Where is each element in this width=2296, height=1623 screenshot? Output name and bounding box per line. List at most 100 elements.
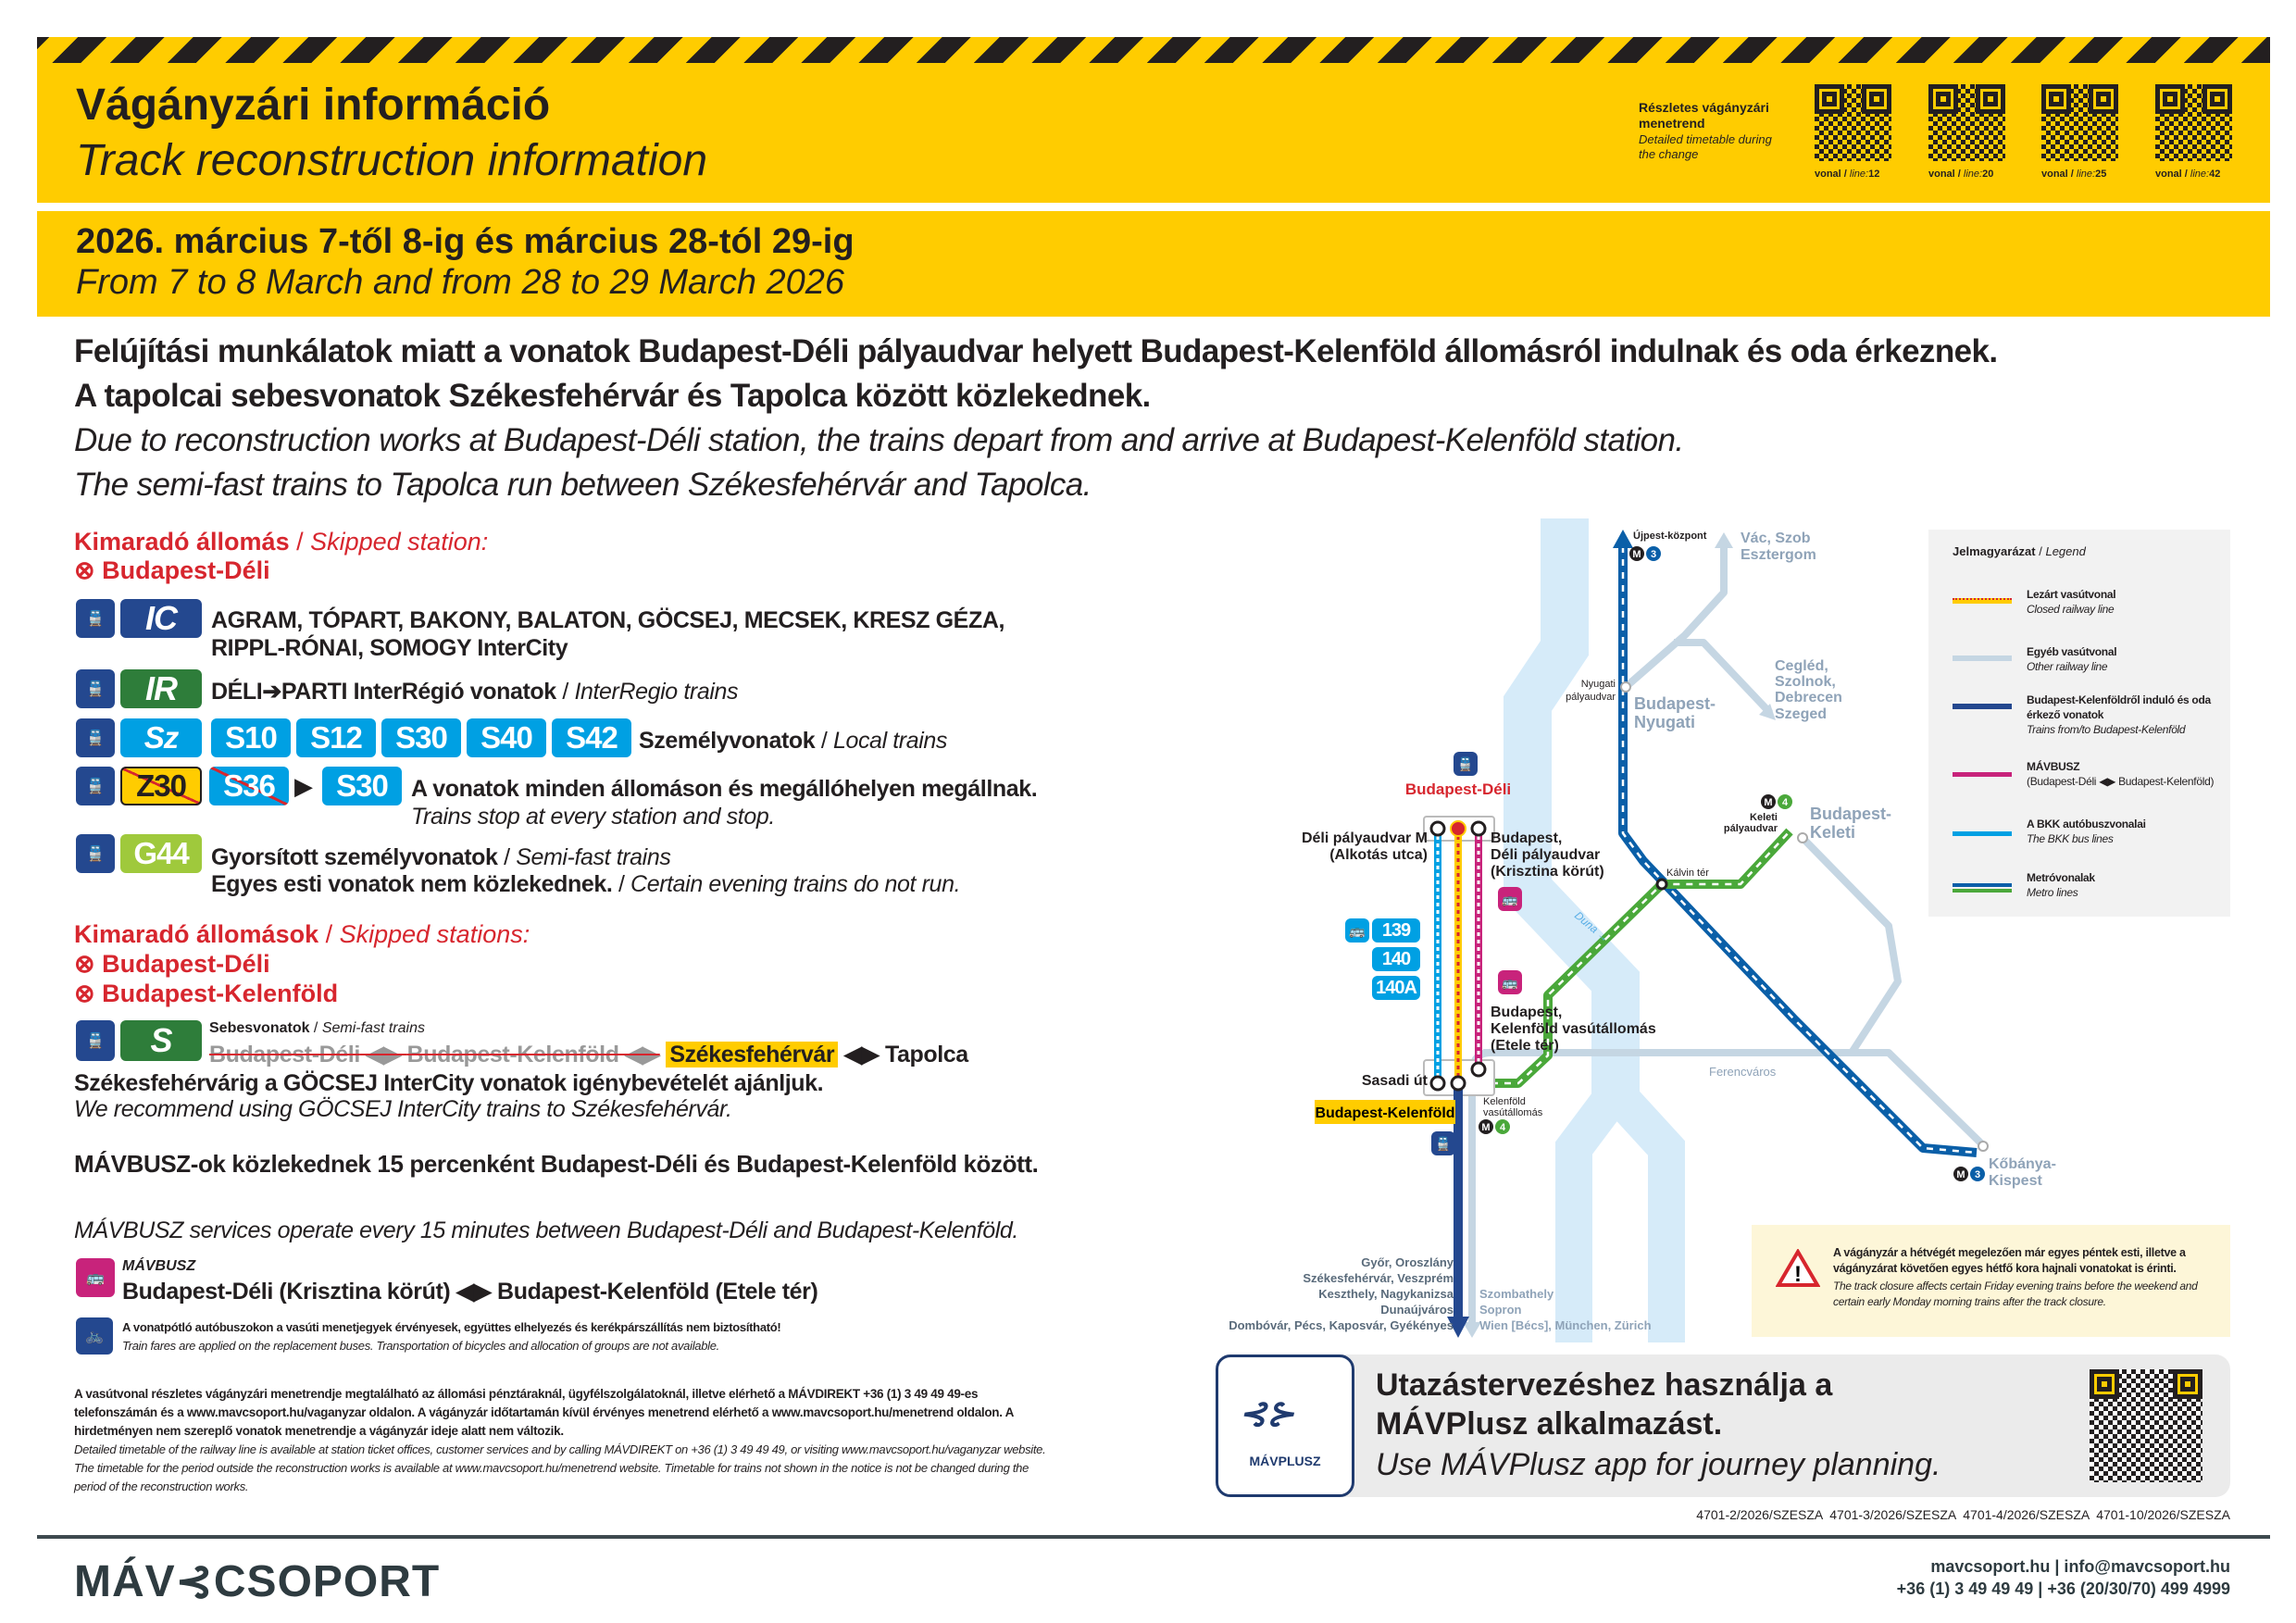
skipped-station: ⊗ Budapest-Déli	[74, 950, 270, 978]
danube-river	[1504, 518, 1685, 1342]
grey-destination-labels: Vác, Szob Esztergom Budapest- Nyugati Ce…	[1634, 531, 2056, 1189]
skipped-station: ⊗ Budapest-Déli	[74, 556, 270, 584]
recommend-hu: Székesfehérvárig a GÖCSEJ InterCity vona…	[74, 1070, 824, 1096]
info-en: Detailed timetable of the railway line i…	[74, 1442, 1046, 1493]
svg-text:M: M	[1956, 1169, 1965, 1180]
route-szekesfehervar: Székesfehérvár	[666, 1042, 839, 1067]
warning-en: The track closure affects certain Friday…	[1833, 1280, 2198, 1308]
svg-text:pályaudvar: pályaudvar	[1566, 692, 1616, 703]
mav-emblem-icon: ⊰⊱	[1239, 1394, 1295, 1432]
metro-m3-dash	[1621, 546, 1978, 1155]
fares-en: Train fares are applied on the replaceme…	[122, 1339, 719, 1353]
svg-text:Kispest: Kispest	[1989, 1173, 2042, 1189]
s-badge: S	[120, 1020, 202, 1061]
legend-other-line	[1953, 655, 2012, 661]
small-map-labels: Kelenföld vasútállomás Újpest-központ Ny…	[1483, 530, 1778, 1118]
legend-closed-line	[1953, 598, 2012, 604]
label-sasadi: Sasadi út	[1362, 1073, 1429, 1089]
app-qr-code[interactable]	[2090, 1369, 2202, 1482]
dates-en: From 7 to 8 March and from 28 to 29 Marc…	[76, 263, 845, 302]
svg-text:Dunaújváros: Dunaújváros	[1380, 1303, 1454, 1317]
svg-text:(Etele tér): (Etele tér)	[1491, 1038, 1559, 1054]
legend-mavbusz-line	[1953, 772, 2012, 777]
app-hu-1: Utazástervezéshez használja a	[1376, 1367, 1833, 1403]
bus-line-139: 139	[1372, 918, 1420, 943]
map-labels-right: Budapest, Déli pályaudvar (Krisztina kör…	[1491, 830, 1656, 1054]
qr-code-line-42[interactable]	[2155, 84, 2232, 161]
s30-badge: S30	[322, 767, 402, 805]
warning-icon: !	[1776, 1249, 1820, 1287]
title-hu: Vágányzári információ	[76, 81, 551, 130]
mavplusz-logo: ⊰⊱ MÁVPLUSZ	[1216, 1355, 1354, 1497]
mavplusz-logo-text: MÁVPLUSZ	[1249, 1454, 1321, 1468]
svg-text:M: M	[1764, 797, 1772, 808]
timetable-label-en: Detailed timetable during the change	[1639, 132, 1772, 161]
svg-text:Nyugati: Nyugati	[1634, 713, 1695, 731]
svg-text:Ferencváros: Ferencváros	[1709, 1065, 1777, 1079]
warning-hu: A vágányzár a hétvégét megelezően már eg…	[1833, 1246, 2186, 1275]
no-train-icon: 🚆	[1454, 752, 1478, 776]
fares-hu: A vonatpótló autóbuszokon a vasúti menet…	[122, 1320, 781, 1334]
local-trains: Személyvonatok / Local trains	[639, 728, 947, 754]
train-icon: 🚆	[76, 718, 115, 757]
label-kelenfold: Budapest-Kelenföld	[1315, 1105, 1454, 1121]
keleti-marker	[1797, 832, 1808, 843]
svg-text:Keleti: Keleti	[1810, 823, 1855, 842]
legend-box: Jelmagyarázat / Legend Lezárt vasútvonal…	[1928, 530, 2230, 917]
svg-text:Budapest-: Budapest-	[1810, 805, 1891, 823]
svg-text:Dombóvár, Pécs, Kaposvár, Gyék: Dombóvár, Pécs, Kaposvár, Gyékényes	[1229, 1318, 1454, 1332]
ic-badge: IC	[120, 599, 202, 638]
mav-csoport-logo: MÁV⊰CSOPORT	[74, 1557, 441, 1606]
svg-text:3: 3	[1651, 549, 1656, 560]
line-keleti	[1800, 835, 1902, 1055]
footer-rule	[37, 1535, 2270, 1539]
svg-text:!: !	[1794, 1262, 1802, 1287]
svg-text:Cegléd,: Cegléd,	[1775, 658, 1828, 674]
svg-text:Wien [Bécs], München, Zürich: Wien [Bécs], München, Zürich	[1479, 1318, 1652, 1332]
qr-code-line-25[interactable]	[2041, 84, 2118, 161]
south-destinations-grey: Szombathely Sopron Wien [Bécs], München,…	[1479, 1287, 1652, 1332]
legend-bkk-line	[1953, 831, 2012, 836]
bkk-bus-icon: 🚌	[1345, 918, 1369, 943]
train-icon: 🚆	[76, 834, 115, 873]
train-icon: 🚆	[76, 1020, 115, 1061]
qr-code-line-12[interactable]	[1815, 84, 1891, 161]
intro-hu-1: Felújítási munkálatok miatt a vonatok Bu…	[74, 333, 1998, 369]
metro-m4-dash	[1479, 830, 1791, 1085]
svg-text:(Krisztina körút): (Krisztina körút)	[1491, 864, 1604, 880]
train-icon: 🚆	[76, 669, 115, 708]
intro-en-1: Due to reconstruction works at Budapest-…	[74, 422, 1684, 458]
app-banner[interactable]: ⊰⊱ MÁVPLUSZ Utazástervezéshez használja …	[1216, 1355, 2230, 1497]
route-closed: Budapest-Déli ◀▶ Budapest-Kelenföld ◀▶	[209, 1042, 660, 1067]
intro-hu-2: A tapolcai sebesvonatok Székesfehérvár é…	[74, 378, 1151, 414]
nyugati-marker	[1620, 681, 1631, 693]
sz-badge: Sz	[120, 718, 202, 757]
document-codes: 4701-2/2026/SZESZA 4701-3/2026/SZESZA 47…	[1696, 1507, 2230, 1522]
arrow-vac	[1715, 532, 1733, 548]
legend-kelenfold-line	[1953, 704, 2012, 709]
app-en: Use MÁVPlusz app for journey planning.	[1376, 1447, 1941, 1482]
line-badge-s40: S40	[467, 718, 546, 757]
arrow-cegled	[1759, 704, 1776, 720]
qr-label: vonal / line:20	[1928, 169, 1994, 180]
legend-item: Budapest-Kelenföldről induló és oda érke…	[2027, 693, 2211, 736]
qr-code-line-20[interactable]	[1928, 84, 2005, 161]
svg-text:3: 3	[1975, 1169, 1980, 1180]
svg-text:M: M	[1481, 1122, 1490, 1133]
hazard-stripes	[37, 37, 2270, 63]
train-icon: 🚆	[76, 599, 115, 638]
arrow-szombathely	[1463, 1322, 1481, 1338]
contact-web[interactable]: mavcsoport.hu | info@mavcsoport.hu	[1930, 1557, 2230, 1576]
header-band: Vágányzári információ Track reconstructi…	[37, 63, 2270, 203]
svg-text:vasútállomás: vasútállomás	[1483, 1107, 1543, 1118]
dates-hu: 2026. március 7-től 8-ig és március 28-t…	[76, 222, 855, 261]
svg-text:4: 4	[1500, 1122, 1506, 1133]
svg-text:Kelenföld vasútállomás: Kelenföld vasútállomás	[1491, 1021, 1656, 1037]
z30-cancelled-badge: Z30	[120, 767, 202, 805]
closed-station-icon	[1450, 820, 1466, 837]
mavbusz-stop-icon: 🚌	[1498, 887, 1522, 911]
